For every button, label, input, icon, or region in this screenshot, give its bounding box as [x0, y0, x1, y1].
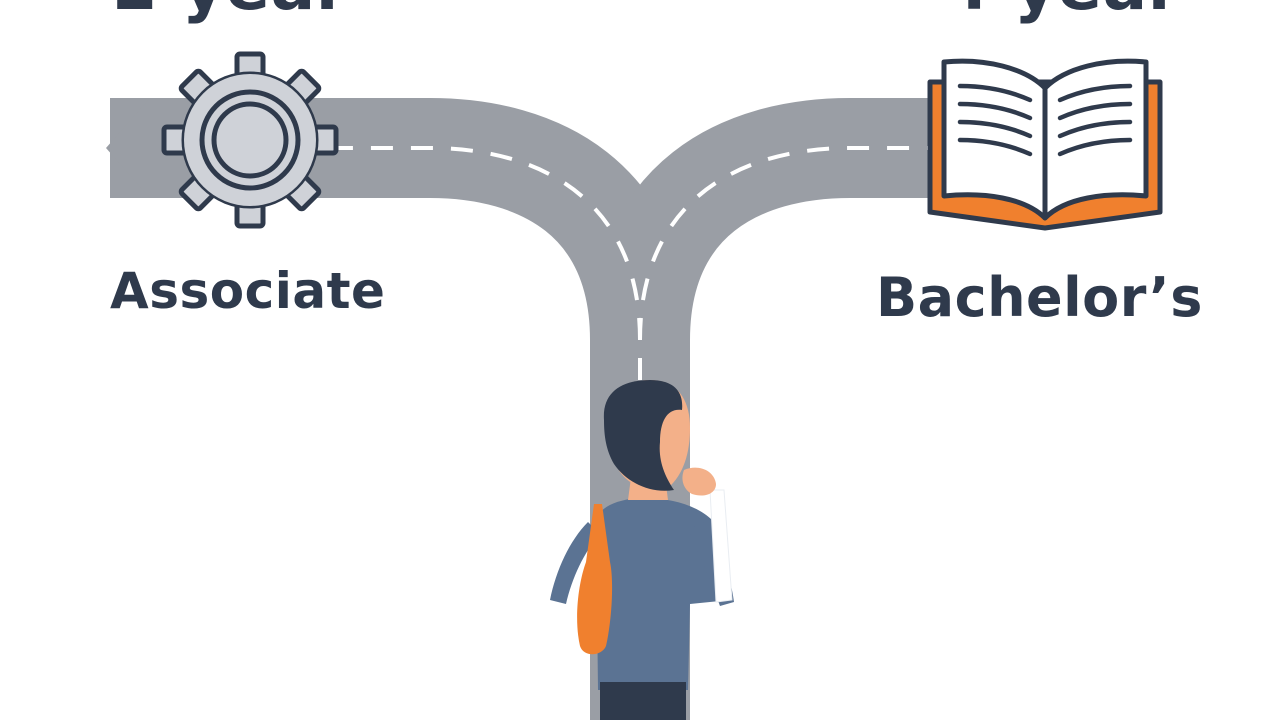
- road-left-arrow-tip: [106, 98, 150, 198]
- gear-icon: [161, 51, 339, 229]
- associate-label: Associate: [110, 262, 386, 320]
- student-legs: [600, 682, 686, 720]
- student-hair: [603, 380, 683, 491]
- student-figure: [550, 380, 734, 720]
- open-book-icon: [927, 58, 1163, 231]
- student-hand: [682, 467, 716, 496]
- student-left-arm: [550, 522, 600, 604]
- forked-road: [106, 98, 1160, 720]
- road-right-dashes: [638, 146, 1100, 380]
- road-right-branch: [590, 98, 1160, 720]
- road-left-dashes: [180, 146, 642, 380]
- student-bag: [577, 504, 613, 655]
- top-left-heading: 2 year: [112, 0, 349, 25]
- student-forearm: [709, 489, 733, 603]
- road-left-branch: [110, 98, 690, 720]
- top-right-heading: 4 year: [944, 0, 1181, 25]
- bachelors-label: Bachelor’s: [876, 266, 1203, 329]
- student-torso: [596, 498, 730, 690]
